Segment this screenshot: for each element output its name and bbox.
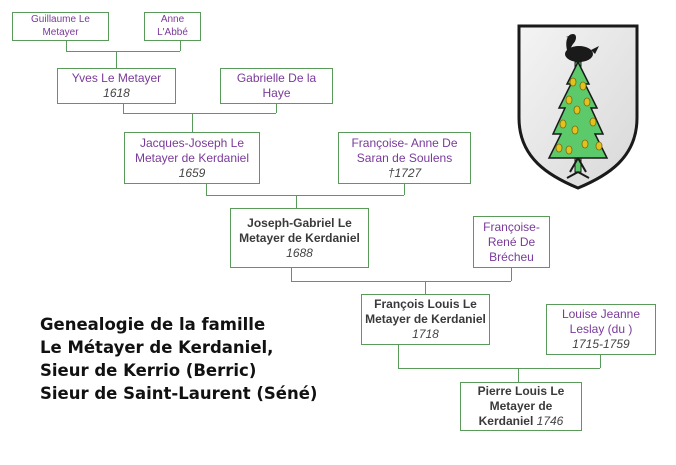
person-name-and-date: Kerdaniel 1746 <box>479 414 564 429</box>
person-name: René De <box>487 234 536 249</box>
person-name: Pierre Louis Le <box>477 384 565 398</box>
person-name: Guillaume Le <box>31 14 90 25</box>
connector-line <box>123 103 124 113</box>
connector-line <box>192 113 193 132</box>
person-name: Gabrielle De la <box>236 71 317 85</box>
person-name: Metayer de <box>489 399 553 413</box>
connector-line <box>398 345 399 368</box>
connector-line <box>206 183 207 195</box>
person-name: Leslay (du ) <box>569 322 633 336</box>
person-name: Metayer de Kerdaniel <box>239 230 360 245</box>
person-name: Françoise- <box>483 219 540 234</box>
person-name: Kerdaniel <box>478 414 534 428</box>
person-yves-le-metayer: Yves Le Metayer 1618 <box>57 68 176 104</box>
person-date: 1618 <box>103 86 130 100</box>
person-name: Anne <box>160 14 185 25</box>
person-francoise-rene: Françoise- René De Brécheu <box>473 216 550 268</box>
person-name: Saran de Soulens <box>356 150 453 165</box>
connector-line <box>291 281 511 282</box>
person-date: 1659 <box>178 165 206 180</box>
connector-line <box>296 195 297 208</box>
person-date: 1746 <box>536 414 564 428</box>
connector-line <box>518 368 519 382</box>
person-name: L'Abbé <box>157 26 188 38</box>
title-line: Le Métayer de Kerdaniel, <box>40 338 274 357</box>
person-name: Brécheu <box>489 249 534 264</box>
person-name: Yves Le Metayer <box>71 71 162 85</box>
connector-line <box>276 103 277 113</box>
connector-line <box>206 195 404 196</box>
person-name: Louise Jeanne <box>561 307 641 321</box>
person-name: François Louis Le <box>374 297 477 311</box>
person-name: Haye <box>262 86 291 100</box>
title-line: Sieur de Kerrio (Berric) <box>40 361 257 380</box>
person-name: Metayer <box>42 26 79 38</box>
connector-line <box>66 51 180 52</box>
connector-line <box>66 41 67 51</box>
person-name: Metayer de Kerdaniel <box>134 150 250 165</box>
connector-line <box>600 355 601 368</box>
person-name: Jacques-Joseph Le <box>139 135 245 150</box>
person-date: 1688 <box>286 245 313 260</box>
person-name: Metayer de Kerdaniel <box>365 312 486 326</box>
person-date: 1718 <box>412 327 439 341</box>
person-guillaume-le-metayer: Guillaume Le Metayer <box>12 12 109 41</box>
person-date: 1715-1759 <box>572 337 630 351</box>
connector-line <box>511 268 512 281</box>
bird-icon <box>565 34 599 62</box>
shield-with-bird-and-tree-icon <box>517 24 639 190</box>
person-anne-labbe: Anne L'Abbé <box>144 12 201 41</box>
connector-line <box>291 268 292 281</box>
person-francoise-anne: Françoise- Anne De Saran de Soulens †172… <box>338 132 471 184</box>
person-gabrielle-de-la-haye: Gabrielle De la Haye <box>220 68 333 104</box>
person-joseph-gabriel: Joseph-Gabriel Le Metayer de Kerdaniel 1… <box>230 208 369 268</box>
person-louise-jeanne: Louise Jeanne Leslay (du ) 1715-1759 <box>546 304 656 355</box>
connector-line <box>123 113 276 114</box>
connector-line <box>180 41 181 51</box>
person-pierre-louis: Pierre Louis Le Metayer de Kerdaniel 174… <box>460 382 582 431</box>
person-francois-louis: François Louis Le Metayer de Kerdaniel 1… <box>361 294 490 345</box>
connector-line <box>116 51 117 68</box>
person-jacques-joseph: Jacques-Joseph Le Metayer de Kerdaniel 1… <box>124 132 260 184</box>
title-line: Sieur de Saint-Laurent (Séné) <box>40 384 318 403</box>
person-name: Joseph-Gabriel Le <box>247 215 352 230</box>
person-name: Françoise- Anne De <box>351 135 458 150</box>
person-date: †1727 <box>387 165 422 180</box>
title-line: Genealogie de la famille <box>40 315 266 334</box>
page-title: Genealogie de la famille Le Métayer de K… <box>40 313 317 405</box>
connector-line <box>404 183 405 195</box>
connector-line <box>398 368 600 369</box>
connector-line <box>425 281 426 294</box>
